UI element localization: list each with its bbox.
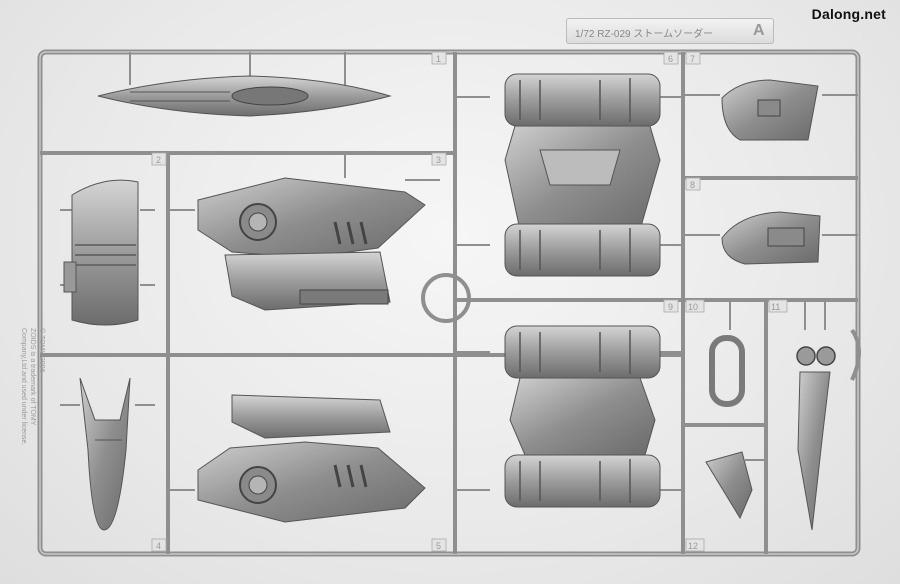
copyright-line: ZOIDS is a trademark of TOMY — [29, 328, 36, 426]
part-number-5: 5 — [436, 541, 441, 551]
part-number-tags — [151, 51, 788, 552]
part-number-2: 2 — [156, 155, 161, 165]
part-number-9: 9 — [668, 302, 673, 312]
copyright-tab: © TOMY 2006 ZOIDS is a trademark of TOMY… — [10, 322, 50, 492]
copyright-line: Company,Ltd.and used under license. — [20, 328, 27, 446]
part-number-3: 3 — [436, 155, 441, 165]
part-number-11: 11 — [771, 302, 780, 312]
sprue-title: 1/72 RZ-029 ストームソーダー — [575, 29, 714, 40]
part-7-bracket — [721, 79, 819, 141]
part-number-6: 6 — [668, 54, 673, 64]
part-5-fuselage — [197, 394, 426, 523]
part-11-clamp — [796, 328, 861, 531]
part-2-shell — [63, 179, 139, 326]
copyright-line: © TOMY 2006 — [38, 328, 45, 373]
sprue-letter: A — [753, 22, 765, 39]
site-watermark: Dalong.net — [811, 6, 886, 22]
sprue-title-tab: 1/72 RZ-029 ストームソーダー A — [566, 18, 774, 44]
part-9-engine — [504, 325, 661, 508]
part-number-4: 4 — [156, 541, 161, 551]
part-8-bracket — [721, 211, 821, 265]
part-4-fork — [79, 377, 131, 531]
part-number-7: 7 — [690, 54, 695, 64]
part-number-1: 1 — [436, 54, 441, 64]
inner-runners — [40, 52, 858, 554]
part-number-12: 12 — [688, 541, 698, 551]
part-6-engine — [504, 73, 661, 277]
part-1-nose — [97, 75, 392, 117]
gates — [60, 52, 858, 491]
part-12-wedge — [705, 451, 753, 520]
part-number-8: 8 — [690, 180, 695, 190]
part-number-10: 10 — [688, 302, 698, 312]
part-3-fuselage — [197, 177, 426, 311]
part-10-ring — [709, 335, 745, 407]
